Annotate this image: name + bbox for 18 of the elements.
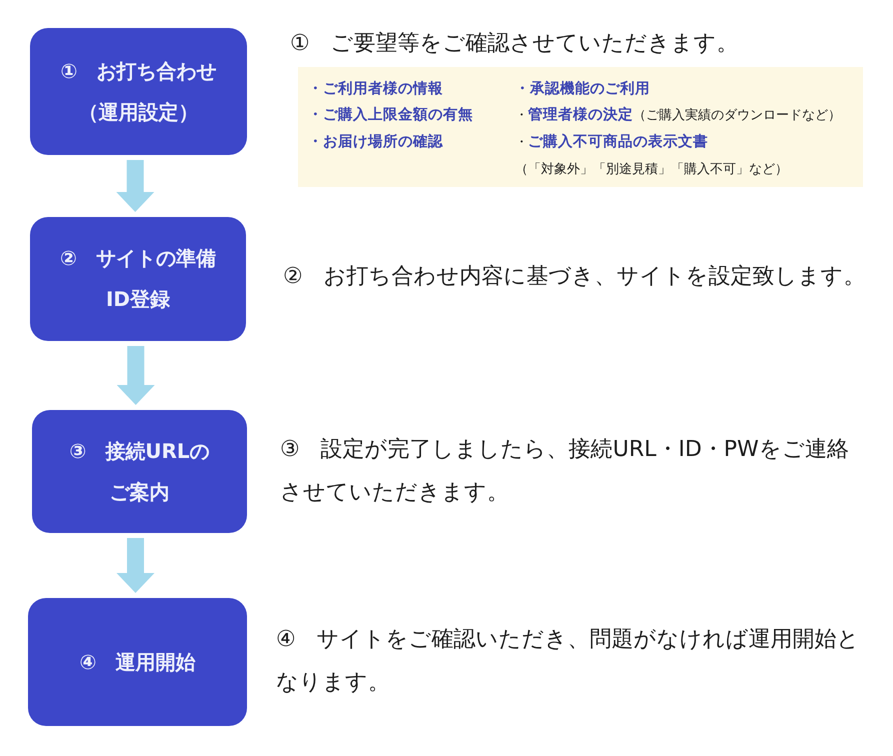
list-item: ・ご購入不可商品の表示文書（「対象外」「別途見積」「購入不可」など） [515, 132, 789, 179]
arrow [116, 160, 154, 212]
step-description: ① ご要望等をご確認させていただきます。 [290, 30, 739, 58]
step-box: ② サイトの準備ID登録 [30, 217, 246, 341]
step-description: ② お打ち合わせ内容に基づき、サイトを設定致します。 [283, 263, 866, 291]
list-item: ・ご購入上限金額の有無 [308, 106, 474, 125]
step-box: ① お打ち合わせ（運用設定） [30, 28, 247, 155]
step-box: ③ 接続URLのご案内 [32, 410, 247, 533]
list-item: ・管理者様の決定（ご購入実績のダウンロードなど） [515, 106, 842, 125]
list-item: ・ご利用者様の情報 [308, 80, 444, 99]
arrow [116, 538, 154, 593]
arrow [116, 346, 155, 405]
step-description: ④ サイトをご確認いただき、問題がなければ運用開始となります。 [276, 626, 861, 697]
step-box: ④ 運用開始 [28, 598, 247, 726]
info-panel [298, 67, 863, 187]
list-item: ・承認機能のご利用 [515, 80, 651, 99]
step-description: ③ 設定が完了しましたら、接続URL・ID・PWをご連絡させていただきます。 [280, 436, 850, 507]
list-item: ・お届け場所の確認 [308, 132, 444, 152]
